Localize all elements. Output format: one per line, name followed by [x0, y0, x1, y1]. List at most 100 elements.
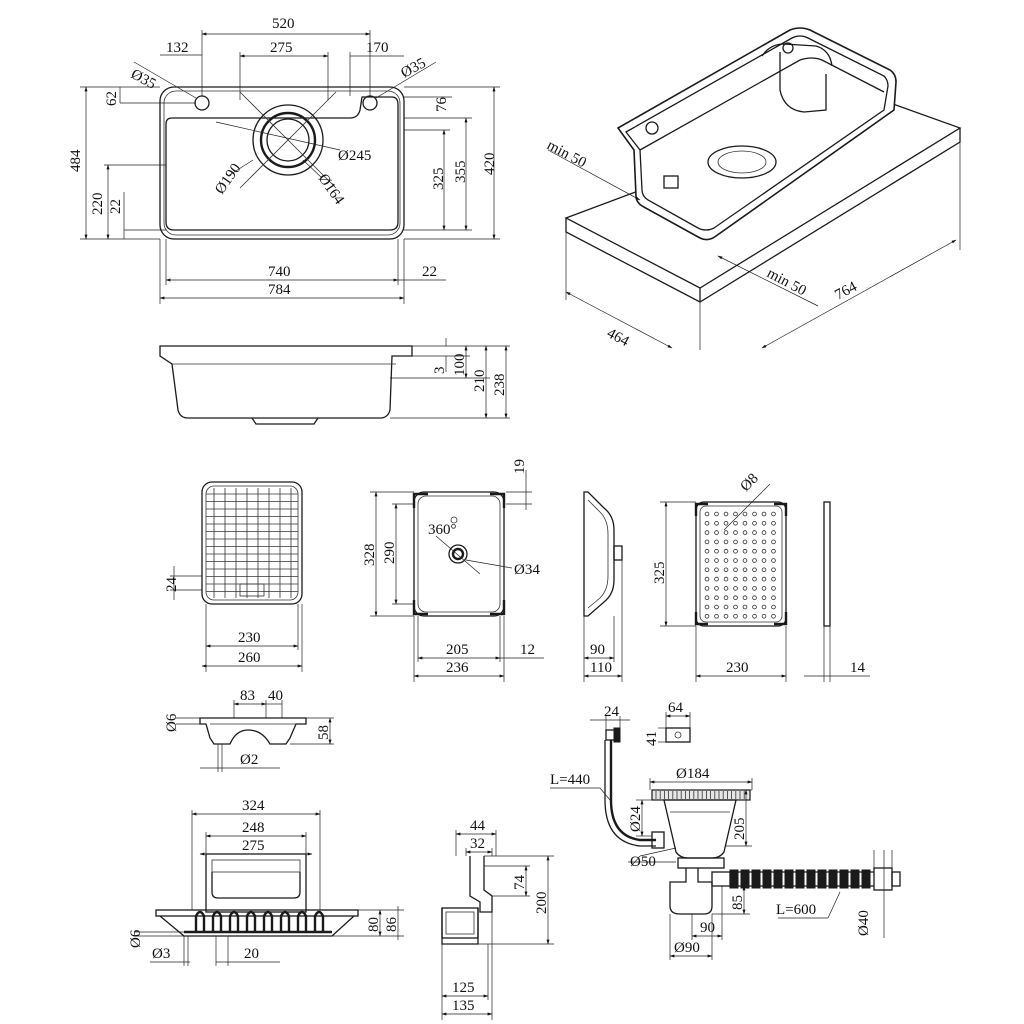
- board-hole: [704, 539, 710, 545]
- dish-rack-view: 324 248 275 80 86 Ø6 Ø3 20: [128, 798, 404, 966]
- board-hole: [723, 576, 729, 582]
- dim-230-rack: 230: [238, 630, 261, 646]
- dim-324: 324: [242, 798, 265, 814]
- board-hole: [742, 511, 748, 517]
- hose-ring: [762, 869, 772, 889]
- colander-side-view: 90 110: [583, 491, 623, 682]
- board-hole: [704, 595, 710, 600]
- rack-tine: [296, 910, 308, 932]
- dim-64: 64: [668, 700, 684, 716]
- board-hole: [714, 539, 719, 545]
- board-hole: [771, 586, 776, 591]
- board-hole: [704, 613, 710, 619]
- board-hole: [742, 576, 748, 582]
- hose-ring: [817, 869, 827, 889]
- dim-d8: Ø8: [738, 471, 762, 495]
- board-hole: [723, 558, 729, 563]
- board-hole: [714, 604, 719, 610]
- dim-360: 360°: [428, 522, 457, 538]
- dim-238: 238: [492, 374, 508, 397]
- dim-132: 132: [166, 40, 189, 56]
- board-hole: [752, 604, 757, 610]
- label-l440: L=440: [550, 772, 590, 788]
- board-hole: [704, 511, 710, 517]
- board-hole: [733, 548, 738, 554]
- board-hole: [742, 548, 748, 554]
- hose-ring: [751, 869, 761, 889]
- dim-210: 210: [472, 370, 488, 393]
- board-hole: [723, 586, 729, 591]
- dim-764: 764: [832, 279, 860, 304]
- dim-76: 76: [434, 97, 450, 113]
- board-hole: [733, 613, 738, 619]
- board-hole: [733, 539, 738, 545]
- dim-min50-bottom: min 50: [764, 265, 809, 299]
- dim-248: 248: [242, 820, 265, 836]
- board-hole: [752, 613, 757, 619]
- board-hole: [761, 567, 767, 573]
- dim-275-top: 275: [270, 40, 293, 56]
- board-hole: [771, 558, 776, 563]
- rack-tine: [211, 910, 223, 932]
- board-hole: [714, 530, 719, 535]
- dim-min50-top: min 50: [544, 137, 589, 171]
- board-hole: [704, 558, 710, 563]
- dim-40: 40: [268, 688, 283, 704]
- dim-d40: Ø40: [856, 910, 872, 936]
- dim-d6-tray: Ø6: [164, 713, 180, 732]
- board-hole: [761, 586, 767, 591]
- board-hole: [714, 548, 719, 554]
- board-hole: [733, 604, 738, 610]
- board-hole: [761, 558, 767, 563]
- dim-290: 290: [382, 542, 398, 565]
- board-hole: [723, 539, 729, 545]
- dim-24-top: 24: [604, 704, 620, 720]
- board-hole: [714, 576, 719, 582]
- dim-90-colander: 90: [590, 642, 605, 658]
- board-hole: [733, 530, 738, 535]
- board-hole: [704, 520, 710, 526]
- dim-260: 260: [238, 650, 261, 666]
- dim-85: 85: [730, 895, 746, 910]
- board-hole: [714, 511, 719, 517]
- dim-74: 74: [512, 875, 528, 891]
- board-hole: [761, 530, 767, 535]
- board-hole: [723, 604, 729, 610]
- rack-tine: [279, 910, 291, 932]
- board-hole: [742, 567, 748, 573]
- label-l600: L=600: [776, 902, 816, 918]
- board-hole: [723, 567, 729, 573]
- dim-3: 3: [432, 367, 448, 375]
- board-hole: [752, 511, 757, 517]
- board-hole: [752, 520, 757, 526]
- board-hole: [761, 595, 767, 600]
- board-hole: [761, 511, 767, 517]
- board-hole: [704, 567, 710, 573]
- board-hole: [742, 604, 748, 610]
- rack-tine: [228, 910, 240, 932]
- dim-d184: Ø184: [676, 766, 710, 782]
- dim-24: 24: [164, 577, 180, 593]
- dim-d90: Ø90: [674, 940, 700, 956]
- dim-d35-right: Ø35: [398, 55, 428, 81]
- dim-520: 520: [272, 16, 295, 32]
- dim-19: 19: [512, 459, 528, 474]
- dim-83: 83: [240, 688, 255, 704]
- board-hole: [761, 604, 767, 610]
- dim-12: 12: [520, 642, 535, 658]
- board-hole: [761, 613, 767, 619]
- board-hole: [742, 539, 748, 545]
- dim-328: 328: [362, 544, 378, 567]
- colander-plan-view: 360° Ø34 19 328 290 205 12 236: [362, 459, 544, 682]
- rack-tine: [194, 910, 206, 932]
- board-hole: [704, 604, 710, 610]
- board-hole: [771, 548, 776, 554]
- dim-420: 420: [482, 153, 498, 176]
- dim-d3: Ø3: [152, 946, 170, 962]
- board-hole: [742, 530, 748, 535]
- sink-isometric-view: 464 764 min 50 min 50: [544, 27, 962, 350]
- board-hole: [771, 511, 776, 517]
- board-hole: [752, 539, 757, 545]
- dim-22-right: 22: [422, 264, 437, 280]
